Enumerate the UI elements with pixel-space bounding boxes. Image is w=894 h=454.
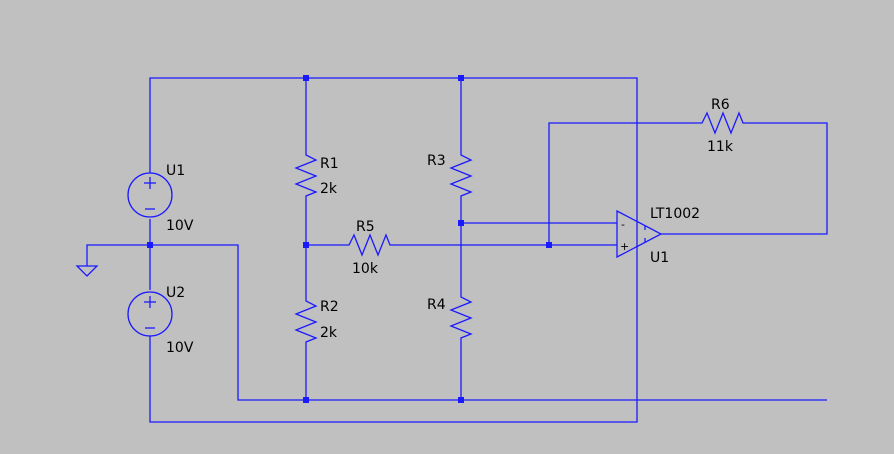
resistor-r4[interactable] [449, 292, 473, 340]
feedback-left-wire [548, 122, 697, 245]
opamp-minus-sign: - [621, 218, 625, 231]
junction-dot [147, 242, 153, 248]
outer-loop-wire [149, 77, 638, 423]
voltage-source-u2[interactable] [127, 291, 173, 337]
r6-value-label: 11k [707, 139, 734, 155]
r1-name-label: R1 [320, 156, 339, 172]
u1-value-label: 10V [166, 218, 194, 234]
u2-name-label: U2 [166, 285, 185, 301]
voltage-source-u1[interactable] [127, 171, 173, 218]
ground-return-wire [86, 244, 827, 401]
resistor-r3[interactable] [449, 150, 473, 198]
r3-name-label: R3 [427, 153, 446, 169]
resistor-r5[interactable] [344, 233, 392, 257]
junction-dot [303, 75, 309, 81]
resistor-r6[interactable] [697, 111, 745, 135]
resistor-r1[interactable] [294, 150, 318, 198]
opamp-triangle [616, 209, 663, 259]
junctions [147, 75, 552, 403]
opamp-symbol[interactable] [612, 209, 663, 259]
junction-dot [303, 397, 309, 403]
u1-circle [127, 172, 173, 218]
r5-value-label: 10k [352, 261, 379, 277]
ground-symbol [75, 265, 99, 277]
junction-dot [546, 242, 552, 248]
r4-name-label: R4 [427, 297, 446, 313]
junction-dot [458, 397, 464, 403]
opamp-plus-sign: + [620, 240, 629, 253]
junction-dot [458, 220, 464, 226]
r2-name-label: R2 [320, 299, 339, 315]
r5-name-label: R5 [356, 219, 375, 235]
u1-name-label: U1 [166, 163, 185, 179]
u2-circle [127, 291, 173, 337]
opamp-part-label: LT1002 [650, 206, 700, 222]
r2-value-label: 2k [320, 325, 338, 341]
resistor-r2[interactable] [294, 296, 318, 344]
wires [86, 77, 828, 423]
feedback-right-wire [661, 122, 828, 235]
junction-dot [303, 242, 309, 248]
junction-dot [458, 75, 464, 81]
r6-name-label: R6 [711, 97, 730, 113]
r1-value-label: 2k [320, 181, 338, 197]
u2-value-label: 10V [166, 340, 194, 356]
opamp-name-label: U1 [650, 250, 669, 266]
